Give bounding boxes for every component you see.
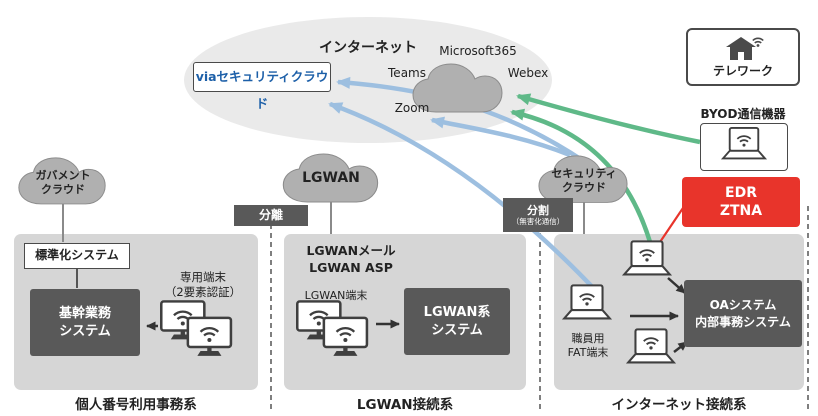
dedicated-terminal-line2: （2要素認証） [164, 284, 242, 299]
byod-laptop-icon [717, 127, 771, 167]
staff-fat-terminal-label: 職員用 FAT端末 [550, 332, 626, 361]
government-cloud-line1: ガバメント [35, 169, 91, 182]
lgwan-system-line1: LGWAN系 [423, 304, 491, 320]
security-cloud-line2: クラウド [562, 181, 606, 195]
dedicated-terminal-label: 専用端末 （2要素認証） [148, 270, 258, 300]
zone1-title: 個人番号利用事務系 [75, 397, 197, 413]
service-label-zoom: Zoom [394, 101, 430, 115]
zone2-monitor-pair-icon [296, 300, 372, 361]
service-label-microsoft365: Microsoft365 [439, 44, 517, 58]
lgwan-system-line2: システム [431, 322, 483, 338]
service-label-teams: Teams [388, 66, 426, 80]
green-arrow-laptop-to-cloud [510, 108, 653, 243]
dedicated-terminal-line1: 専用端末 [180, 270, 226, 284]
edr-ztna-box: EDR ZTNA [682, 177, 800, 227]
security-cloud-shape [538, 155, 628, 203]
separation-badge: 分離 [234, 205, 308, 226]
telework-label: テレワーク [712, 64, 773, 78]
oa-system-line1: OAシステム [709, 298, 777, 313]
internet-label: インターネット [319, 40, 417, 56]
lgwan-mail-line1: LGWANメール [306, 243, 396, 258]
lgwan-mail-line2: LGWAN ASP [309, 259, 393, 275]
security-cloud-line1: セキュリティ [551, 167, 617, 180]
lgwan-mail-label: LGWANメール LGWAN ASP [290, 243, 412, 277]
blue-arrow-laptop-to-via [328, 101, 602, 297]
oa-system-box: OAシステム 内部事務システム [684, 280, 802, 347]
blue-arrow-seccloud-to-cloud [430, 116, 571, 158]
telework-box: テレワーク [686, 28, 800, 86]
staff-terminal-line2: FAT端末 [567, 346, 609, 360]
core-business-system-box: 基幹業務 システム [30, 289, 140, 356]
lgwan-terminal-label: LGWAN端末 [304, 289, 368, 302]
oa-system-line2: 内部事務システム [695, 314, 791, 329]
zone1-monitor-pair-icon [160, 300, 236, 361]
government-cloud-label: ガバメント クラウド [18, 169, 108, 198]
government-cloud-shape [18, 157, 106, 205]
core-system-line2: システム [59, 323, 111, 339]
ztna-label: ZTNA [719, 203, 763, 219]
zone2-title: LGWAN接続系 [356, 397, 454, 413]
service-label-webex: Webex [507, 66, 549, 80]
zone3-laptop-left-icon [558, 284, 616, 328]
staff-terminal-line1: 職員用 [571, 332, 605, 345]
lgwan-system-box: LGWAN系 システム [404, 288, 510, 355]
lgwan-cloud-label: LGWAN [302, 170, 360, 186]
zone3-laptop-top-icon [618, 240, 676, 284]
zone3-background [554, 234, 804, 390]
zone3-laptop-bottom-icon [622, 328, 680, 372]
telework-building-icon [720, 32, 766, 64]
byod-label: BYOD通信機器 [700, 107, 786, 121]
split-badge-line1: 分割 [527, 203, 549, 217]
via-security-cloud-box: viaセキュリティクラウド [193, 62, 331, 111]
byod-device-box [700, 123, 788, 171]
split-badge-line2: （無害化通信） [511, 217, 565, 227]
core-system-line1: 基幹業務 [58, 305, 111, 321]
green-arrow-byod-to-cloud [516, 93, 701, 145]
government-cloud-line2: クラウド [41, 183, 85, 197]
edr-label: EDR [725, 184, 757, 201]
standardized-system-box: 標準化システム [24, 243, 130, 269]
zone3-title: インターネット接続系 [611, 397, 747, 413]
internet-services-cloud [412, 63, 503, 113]
security-cloud-label: セキュリティ クラウド [538, 167, 630, 196]
zone3-arrow-top [667, 277, 686, 294]
split-badge: 分割 （無害化通信） [503, 198, 573, 232]
lgwan-cloud-shape [282, 153, 379, 203]
